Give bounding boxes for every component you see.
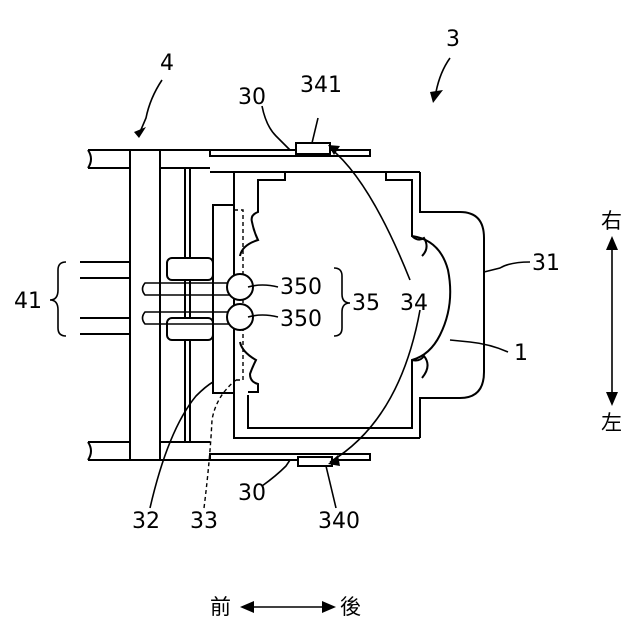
leader-340 xyxy=(326,466,336,508)
label-34: 34 xyxy=(400,291,428,316)
leader-34-up xyxy=(330,148,410,280)
label-341: 341 xyxy=(300,73,342,98)
terminal-end-bottom xyxy=(88,442,91,460)
sensor-340 xyxy=(298,457,332,466)
label-3: 3 xyxy=(446,27,460,52)
label-33: 33 xyxy=(190,509,218,534)
fastener-lower xyxy=(167,318,213,340)
label-41: 41 xyxy=(14,289,42,314)
label-30-bottom: 30 xyxy=(238,481,266,506)
leader-3 xyxy=(436,58,450,92)
label-4: 4 xyxy=(160,51,174,76)
brace-35 xyxy=(334,268,350,336)
leader-350-lower xyxy=(248,315,278,317)
label-350-upper: 350 xyxy=(280,275,322,300)
label-direction-right: 右 xyxy=(601,209,622,233)
brace-41 xyxy=(50,262,66,336)
plate-30-bottom xyxy=(210,454,370,460)
direction-arrowhead-up xyxy=(606,236,618,250)
label-direction-back: 後 xyxy=(340,595,361,619)
outer-housing-31 xyxy=(420,172,484,438)
label-32: 32 xyxy=(132,509,160,534)
leader-341 xyxy=(312,118,318,143)
terminal-end-top xyxy=(88,150,91,168)
label-340: 340 xyxy=(318,509,360,534)
label-direction-front: 前 xyxy=(210,595,231,619)
direction-arrowhead-down xyxy=(606,392,618,406)
plate-32 xyxy=(213,205,234,393)
direction-arrowhead-right xyxy=(322,601,336,613)
inner-chamber xyxy=(240,186,428,392)
terminal-block-4 xyxy=(130,150,160,460)
label-35: 35 xyxy=(352,291,380,316)
label-31: 31 xyxy=(532,251,560,276)
leader-1 xyxy=(450,340,508,352)
label-30-top: 30 xyxy=(238,85,266,110)
label-350-lower: 350 xyxy=(280,307,322,332)
fastener-upper xyxy=(167,258,213,280)
label-direction-left: 左 xyxy=(601,411,622,435)
leader-33 xyxy=(204,380,236,508)
label-1: 1 xyxy=(514,341,528,366)
arrowhead-4 xyxy=(134,127,146,138)
sensor-341 xyxy=(296,143,330,154)
leader-31 xyxy=(484,262,530,272)
leader-350-upper xyxy=(248,285,278,287)
leader-4 xyxy=(140,80,162,132)
leader-30-bottom xyxy=(262,460,290,486)
leader-34-down xyxy=(330,310,420,462)
plate-30-top xyxy=(210,150,370,156)
leader-30-top xyxy=(262,106,290,150)
direction-arrowhead-left xyxy=(240,601,254,613)
arrowhead-3 xyxy=(430,90,443,103)
